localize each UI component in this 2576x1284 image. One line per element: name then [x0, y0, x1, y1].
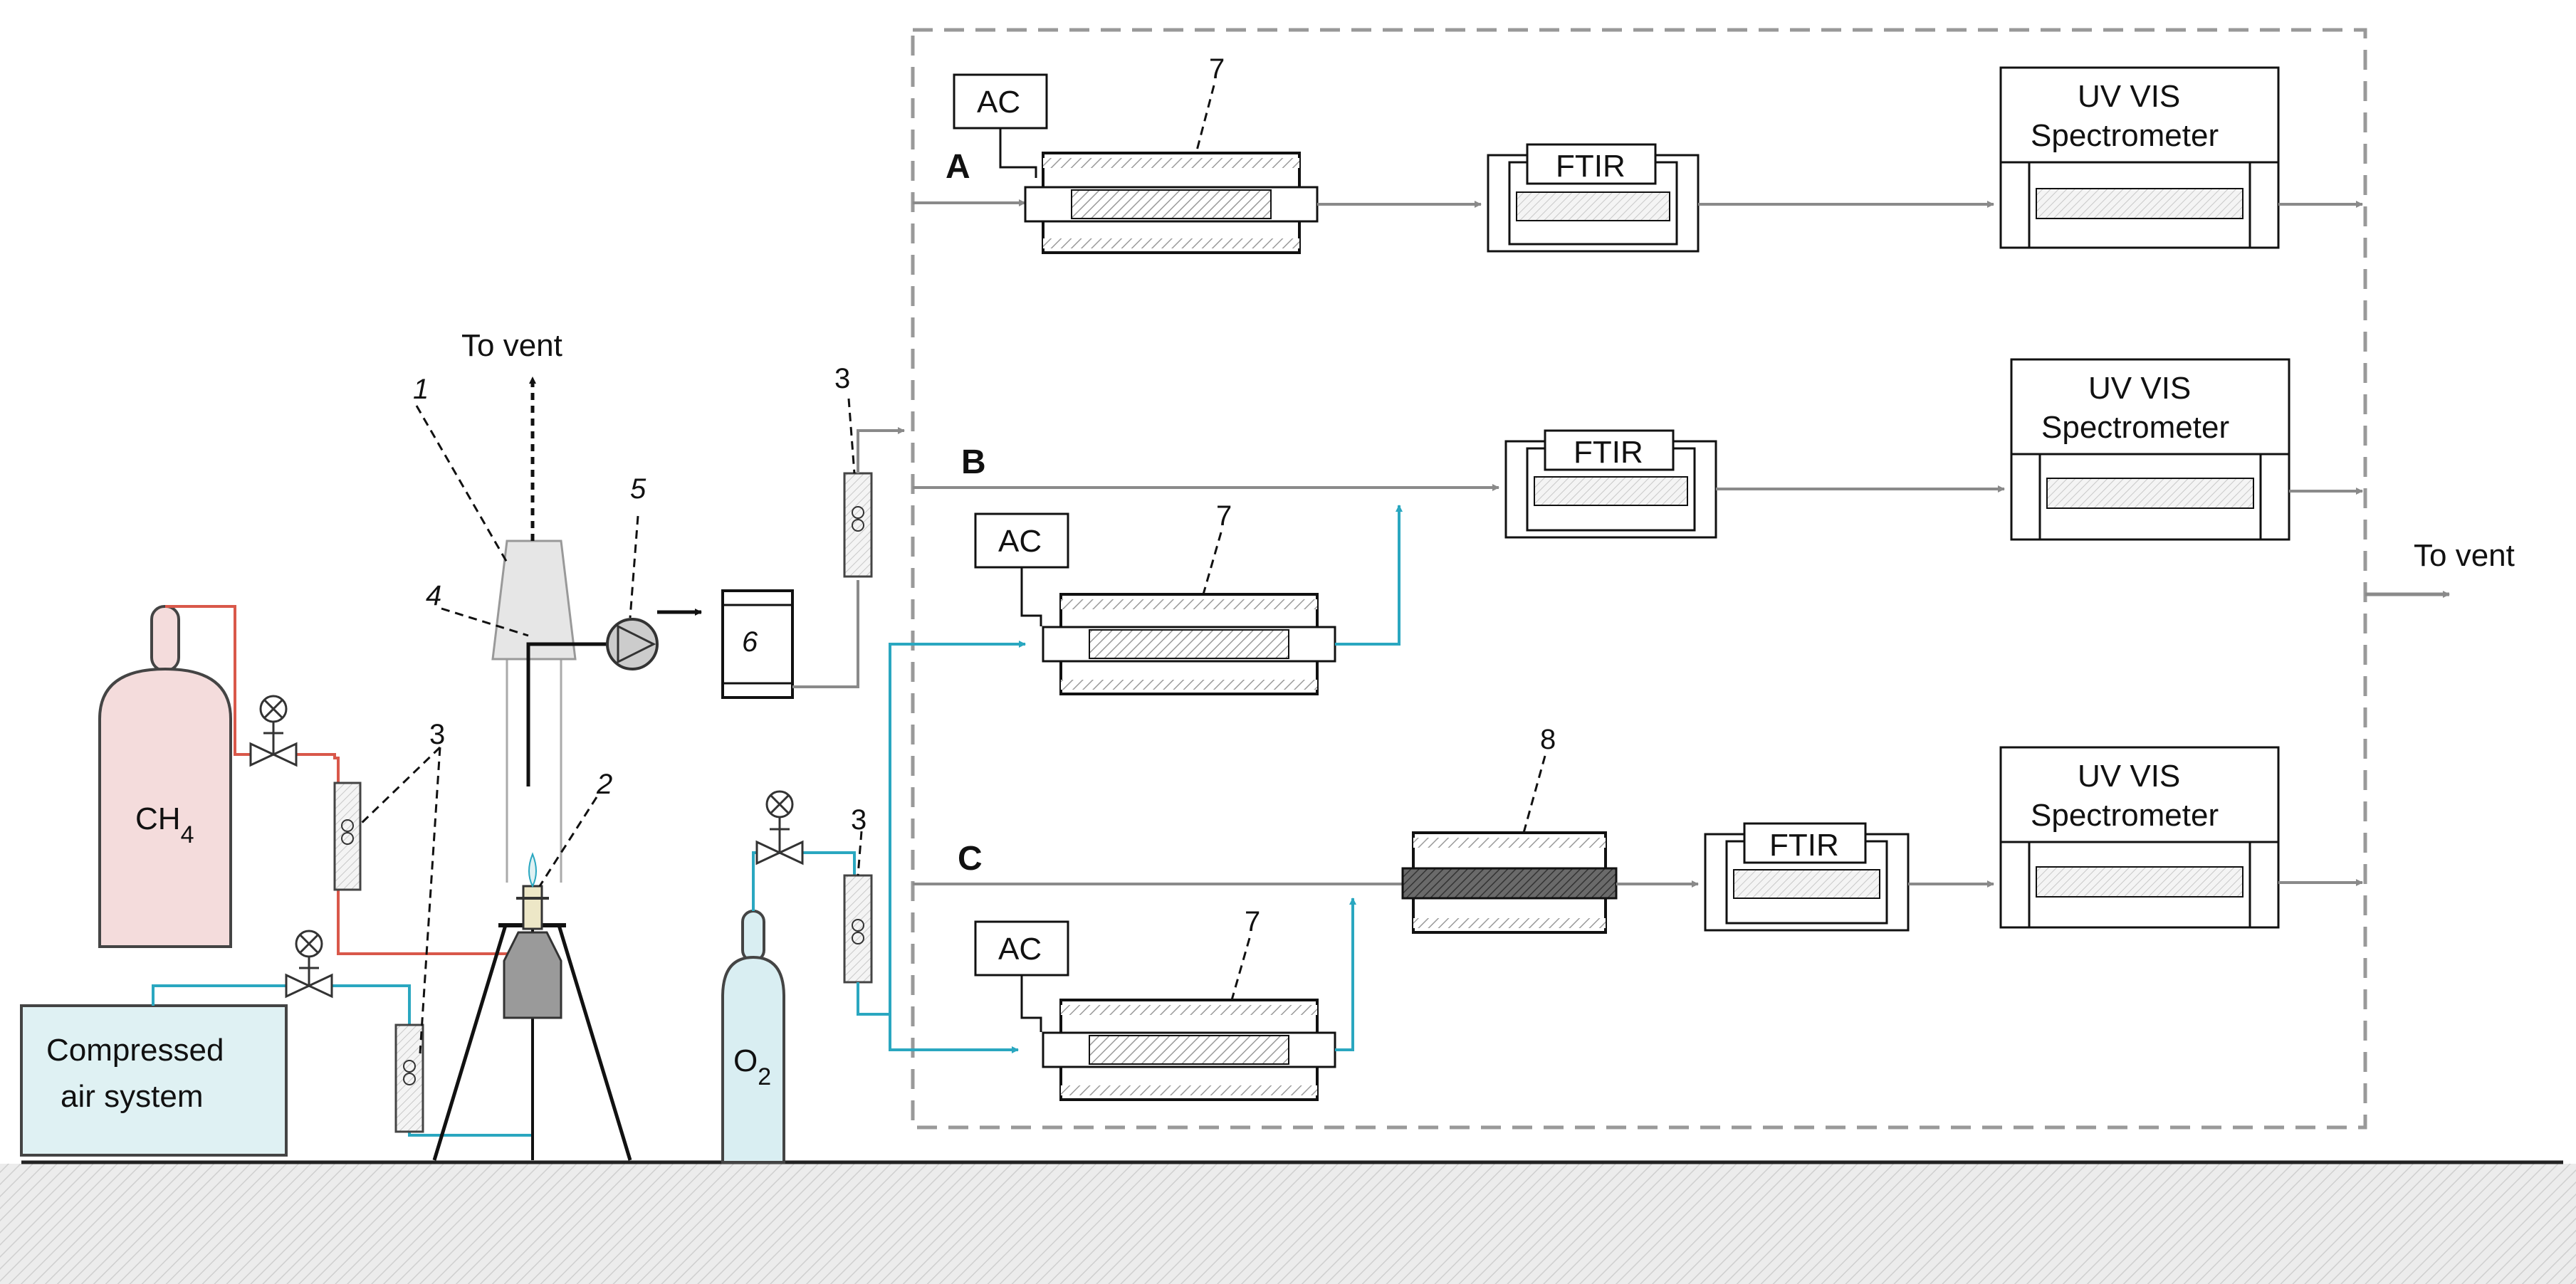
o2-line — [752, 851, 856, 911]
uv-label-a-1: UV VIS — [2078, 79, 2180, 114]
o2-label: O2 — [733, 1043, 771, 1090]
uv-label-c-2: Spectrometer — [2031, 798, 2219, 833]
number-1: 1 — [413, 374, 429, 405]
branch-c-label: C — [958, 840, 983, 878]
reactor-8 — [1401, 831, 1618, 934]
ac-box-b: AC — [974, 512, 1069, 626]
uv-label-a-2: Spectrometer — [2031, 118, 2219, 153]
hood-chimney — [491, 377, 619, 883]
compressed-air-box: Compressed air system — [20, 1004, 288, 1157]
ac-label-b: AC — [998, 524, 1042, 559]
reactor-b — [1042, 593, 1336, 695]
number-4: 4 — [426, 580, 441, 611]
o2-line-to-c-reactor — [889, 1014, 1019, 1053]
number-7-a: 7 — [1209, 53, 1225, 85]
number-5: 5 — [630, 473, 646, 505]
ftir-b: FTIR — [1504, 429, 1717, 539]
o2-valve — [755, 790, 804, 865]
reactor-a — [1024, 152, 1319, 254]
ch4-cylinder: CH4 — [98, 605, 232, 948]
number-7-b: 7 — [1216, 500, 1232, 532]
air-rotameter — [394, 1023, 424, 1133]
ftir-label-c: FTIR — [1769, 828, 1839, 863]
number-3-mid: 3 — [834, 363, 850, 394]
ground-hatch — [0, 1164, 2576, 1284]
number-3-left: 3 — [429, 719, 445, 750]
ac-label-c: AC — [998, 932, 1042, 967]
number-2: 2 — [596, 769, 612, 800]
ftir-a: FTIR — [1487, 143, 1700, 253]
ch4-label: CH4 — [135, 801, 194, 848]
pump — [606, 609, 702, 670]
burner-stand — [432, 852, 632, 1161]
ac-box-c: AC — [974, 920, 1069, 1032]
number-3-o2: 3 — [851, 804, 866, 836]
ch4-valve — [249, 695, 298, 767]
air-line — [152, 984, 411, 1039]
sample-rotameter — [843, 472, 873, 578]
ac-label-a: AC — [977, 85, 1020, 120]
to-vent-top-label: To vent — [461, 328, 562, 363]
ac-box-a: AC — [953, 73, 1048, 178]
o2-rotameter — [843, 874, 873, 984]
ftir-label-a: FTIR — [1556, 149, 1625, 184]
number-6: 6 — [742, 626, 758, 658]
branch-b-label: B — [961, 443, 986, 481]
air-valve — [285, 930, 333, 999]
to-vent-right-label: To vent — [2414, 538, 2515, 573]
line-b-reactor-out — [1335, 505, 1403, 646]
uv-label-b-1: UV VIS — [2088, 371, 2191, 406]
line-c-reactor-out — [1335, 898, 1356, 1051]
branch-a-label: A — [946, 148, 970, 186]
uv-spectrometer-b: UV VIS Spectrometer — [2010, 358, 2290, 541]
number-7-c: 7 — [1245, 906, 1260, 937]
uv-label-b-2: Spectrometer — [2041, 410, 2229, 445]
uv-label-c-1: UV VIS — [2078, 759, 2180, 794]
number-8: 8 — [1540, 724, 1556, 755]
reactor-c — [1042, 999, 1336, 1101]
ch4-rotameter — [333, 782, 362, 891]
compressed-air-line1: Compressed — [46, 1033, 224, 1068]
line-6-to-rotameter — [792, 580, 859, 688]
uv-spectrometer-a: UV VIS Spectrometer — [1999, 66, 2280, 249]
ftir-label-b: FTIR — [1574, 435, 1643, 470]
filter-6: 6 — [721, 589, 794, 699]
o2-cylinder: O2 — [721, 910, 785, 1164]
ftir-c: FTIR — [1704, 822, 1910, 932]
sample-line-to-enclosure — [857, 427, 905, 473]
analysis-enclosure — [911, 28, 2367, 1130]
uv-spectrometer-c: UV VIS Spectrometer — [1999, 746, 2280, 929]
compressed-air-line2: air system — [61, 1079, 203, 1114]
